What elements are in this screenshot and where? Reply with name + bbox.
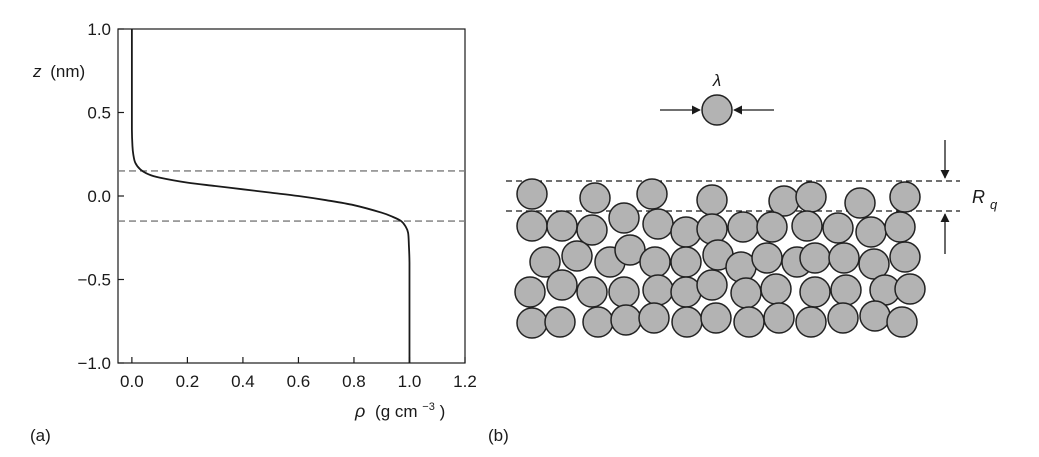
surface-particle xyxy=(516,178,548,210)
series-layer xyxy=(130,29,411,363)
surface-particle xyxy=(886,306,918,338)
x-tick-label: 1.2 xyxy=(453,372,477,391)
y-tick-label: 0.0 xyxy=(87,187,111,206)
surface-particle xyxy=(514,276,546,308)
surface-particle xyxy=(670,246,702,278)
x-tick-label: 0.0 xyxy=(120,372,144,391)
x-tick-label: 1.0 xyxy=(398,372,422,391)
surface-particle xyxy=(636,178,668,210)
surface-particle xyxy=(529,246,561,278)
surface-particle xyxy=(516,307,548,339)
surface-particle xyxy=(561,240,593,272)
surface-particle xyxy=(830,274,862,306)
surface-particle xyxy=(730,277,762,309)
density-profile-line xyxy=(130,29,411,363)
surface-particle xyxy=(638,302,670,334)
surface-particle xyxy=(579,182,611,214)
x-tick-label: 0.8 xyxy=(342,372,366,391)
x-axis-label-exponent: −3 xyxy=(422,401,435,413)
probe-wavelength-label: λ xyxy=(712,71,721,90)
y-axis-ticks: 1.0 0.5 0.0 −0.5 −1.0 xyxy=(77,20,124,373)
panel-b-label: (b) xyxy=(488,426,509,445)
x-axis-ticks: 0.0 0.2 0.4 0.6 0.8 1.0 1.2 xyxy=(120,357,477,391)
surface-particle xyxy=(608,276,640,308)
surface-particle xyxy=(670,276,702,308)
surface-particle xyxy=(516,210,548,242)
surface-particle xyxy=(642,208,674,240)
x-tick-label: 0.6 xyxy=(287,372,311,391)
panel-b: (b) λ R q xyxy=(488,71,998,445)
y-tick-label: 1.0 xyxy=(87,20,111,39)
y-axis-label-unit: (nm) xyxy=(50,62,85,81)
surface-particle xyxy=(696,269,728,301)
surface-particle xyxy=(546,269,578,301)
y-tick-label: 0.5 xyxy=(87,104,111,123)
surface-particle xyxy=(791,210,823,242)
surface-particle xyxy=(733,306,765,338)
surface-particle xyxy=(855,216,887,248)
surface-particle xyxy=(700,302,732,334)
surface-particle xyxy=(639,246,671,278)
surface-particle xyxy=(696,184,728,216)
surface-particle xyxy=(751,242,783,274)
roughness-label: R q xyxy=(972,187,998,212)
probe-particle xyxy=(701,94,733,126)
surface-particle xyxy=(889,241,921,273)
y-axis-label: z (nm) xyxy=(32,62,85,81)
x-tick-label: 0.2 xyxy=(176,372,200,391)
x-axis-label-close: ) xyxy=(440,402,446,421)
surface-particle xyxy=(822,212,854,244)
surface-particle xyxy=(894,273,926,305)
reference-lines xyxy=(118,170,465,222)
x-axis-label-var: ρ xyxy=(354,401,365,421)
y-axis-label-var: z xyxy=(32,62,42,81)
surface-particle xyxy=(670,216,702,248)
surface-particle xyxy=(827,302,859,334)
surface-particle xyxy=(671,306,703,338)
surface-particle xyxy=(756,211,788,243)
surface-particle xyxy=(799,242,831,274)
surface-particle xyxy=(727,211,759,243)
surface-particle xyxy=(859,300,891,332)
roughness-label-sub: q xyxy=(990,197,998,212)
surface-particle xyxy=(884,211,916,243)
panel-a-label: (a) xyxy=(30,426,51,445)
y-tick-label: −1.0 xyxy=(77,354,111,373)
surface-particles xyxy=(514,178,926,339)
x-axis-label: ρ (g cm −3 ) xyxy=(354,395,445,421)
surface-particle xyxy=(795,306,827,338)
surface-particle xyxy=(576,276,608,308)
surface-particle xyxy=(608,202,640,234)
x-tick-label: 0.4 xyxy=(231,372,255,391)
x-axis-label-unit: (g cm xyxy=(375,402,418,421)
surface-particle xyxy=(576,214,608,246)
roughness-label-main: R xyxy=(972,187,985,207)
surface-particle xyxy=(799,276,831,308)
surface-particle xyxy=(610,304,642,336)
surface-particle xyxy=(889,181,921,213)
surface-particle xyxy=(696,213,728,245)
surface-particle xyxy=(582,306,614,338)
surface-particle xyxy=(546,210,578,242)
surface-particle xyxy=(844,187,876,219)
probe: λ xyxy=(660,71,774,126)
surface-particle xyxy=(642,274,674,306)
y-tick-label: −0.5 xyxy=(77,271,111,290)
surface-particle xyxy=(795,181,827,213)
surface-particle xyxy=(763,302,795,334)
surface-particle xyxy=(760,273,792,305)
surface-particle xyxy=(828,242,860,274)
surface-particle xyxy=(544,306,576,338)
